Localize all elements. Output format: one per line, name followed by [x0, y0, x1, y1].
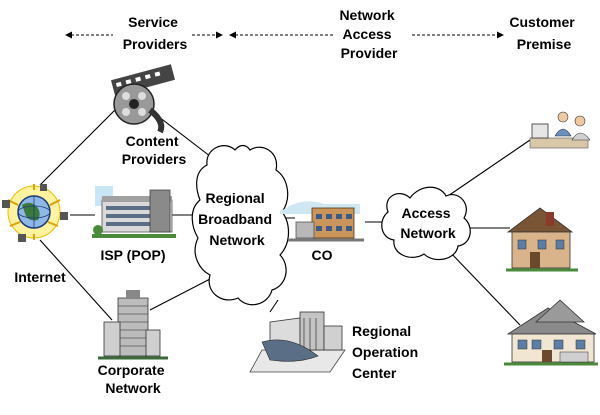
central-office-building-icon	[280, 201, 364, 242]
link-internet-content	[39, 109, 116, 186]
header-service-providers: Service Providers	[123, 14, 188, 52]
people-at-computer-icon	[529, 111, 591, 149]
link-internet-corporate	[39, 239, 113, 321]
internet-label: Internet	[14, 269, 66, 285]
access-network-label: Access Network	[400, 205, 455, 241]
skyscraper-icon	[98, 290, 168, 360]
link-corporate-regional	[149, 277, 213, 311]
header-network-access-provider: Network Access Provider	[339, 7, 398, 61]
link-access-office	[447, 139, 531, 197]
regional-broadband-network-label: Regional Broadband Network	[198, 190, 276, 248]
link-access-house2	[447, 249, 521, 326]
large-house-icon	[504, 299, 598, 366]
link-regional-operation	[269, 299, 279, 313]
isp-label: ISP (POP)	[100, 247, 165, 263]
regional-operation-center-label: Regional Operation Center	[352, 323, 422, 381]
office-building-icon	[92, 186, 176, 238]
co-label: CO	[312, 247, 333, 263]
access-network-cloud	[381, 186, 471, 261]
film-reel-icon	[110, 64, 176, 134]
corporate-network-label: Corporate Network	[98, 362, 169, 396]
operation-center-building-icon	[249, 311, 346, 373]
content-providers-label: Content Providers	[122, 133, 187, 167]
globe-icon	[2, 184, 68, 242]
house-icon	[506, 207, 578, 272]
regional-broadband-cloud	[191, 144, 290, 306]
header-customer-premise: Customer Premise	[509, 14, 578, 52]
